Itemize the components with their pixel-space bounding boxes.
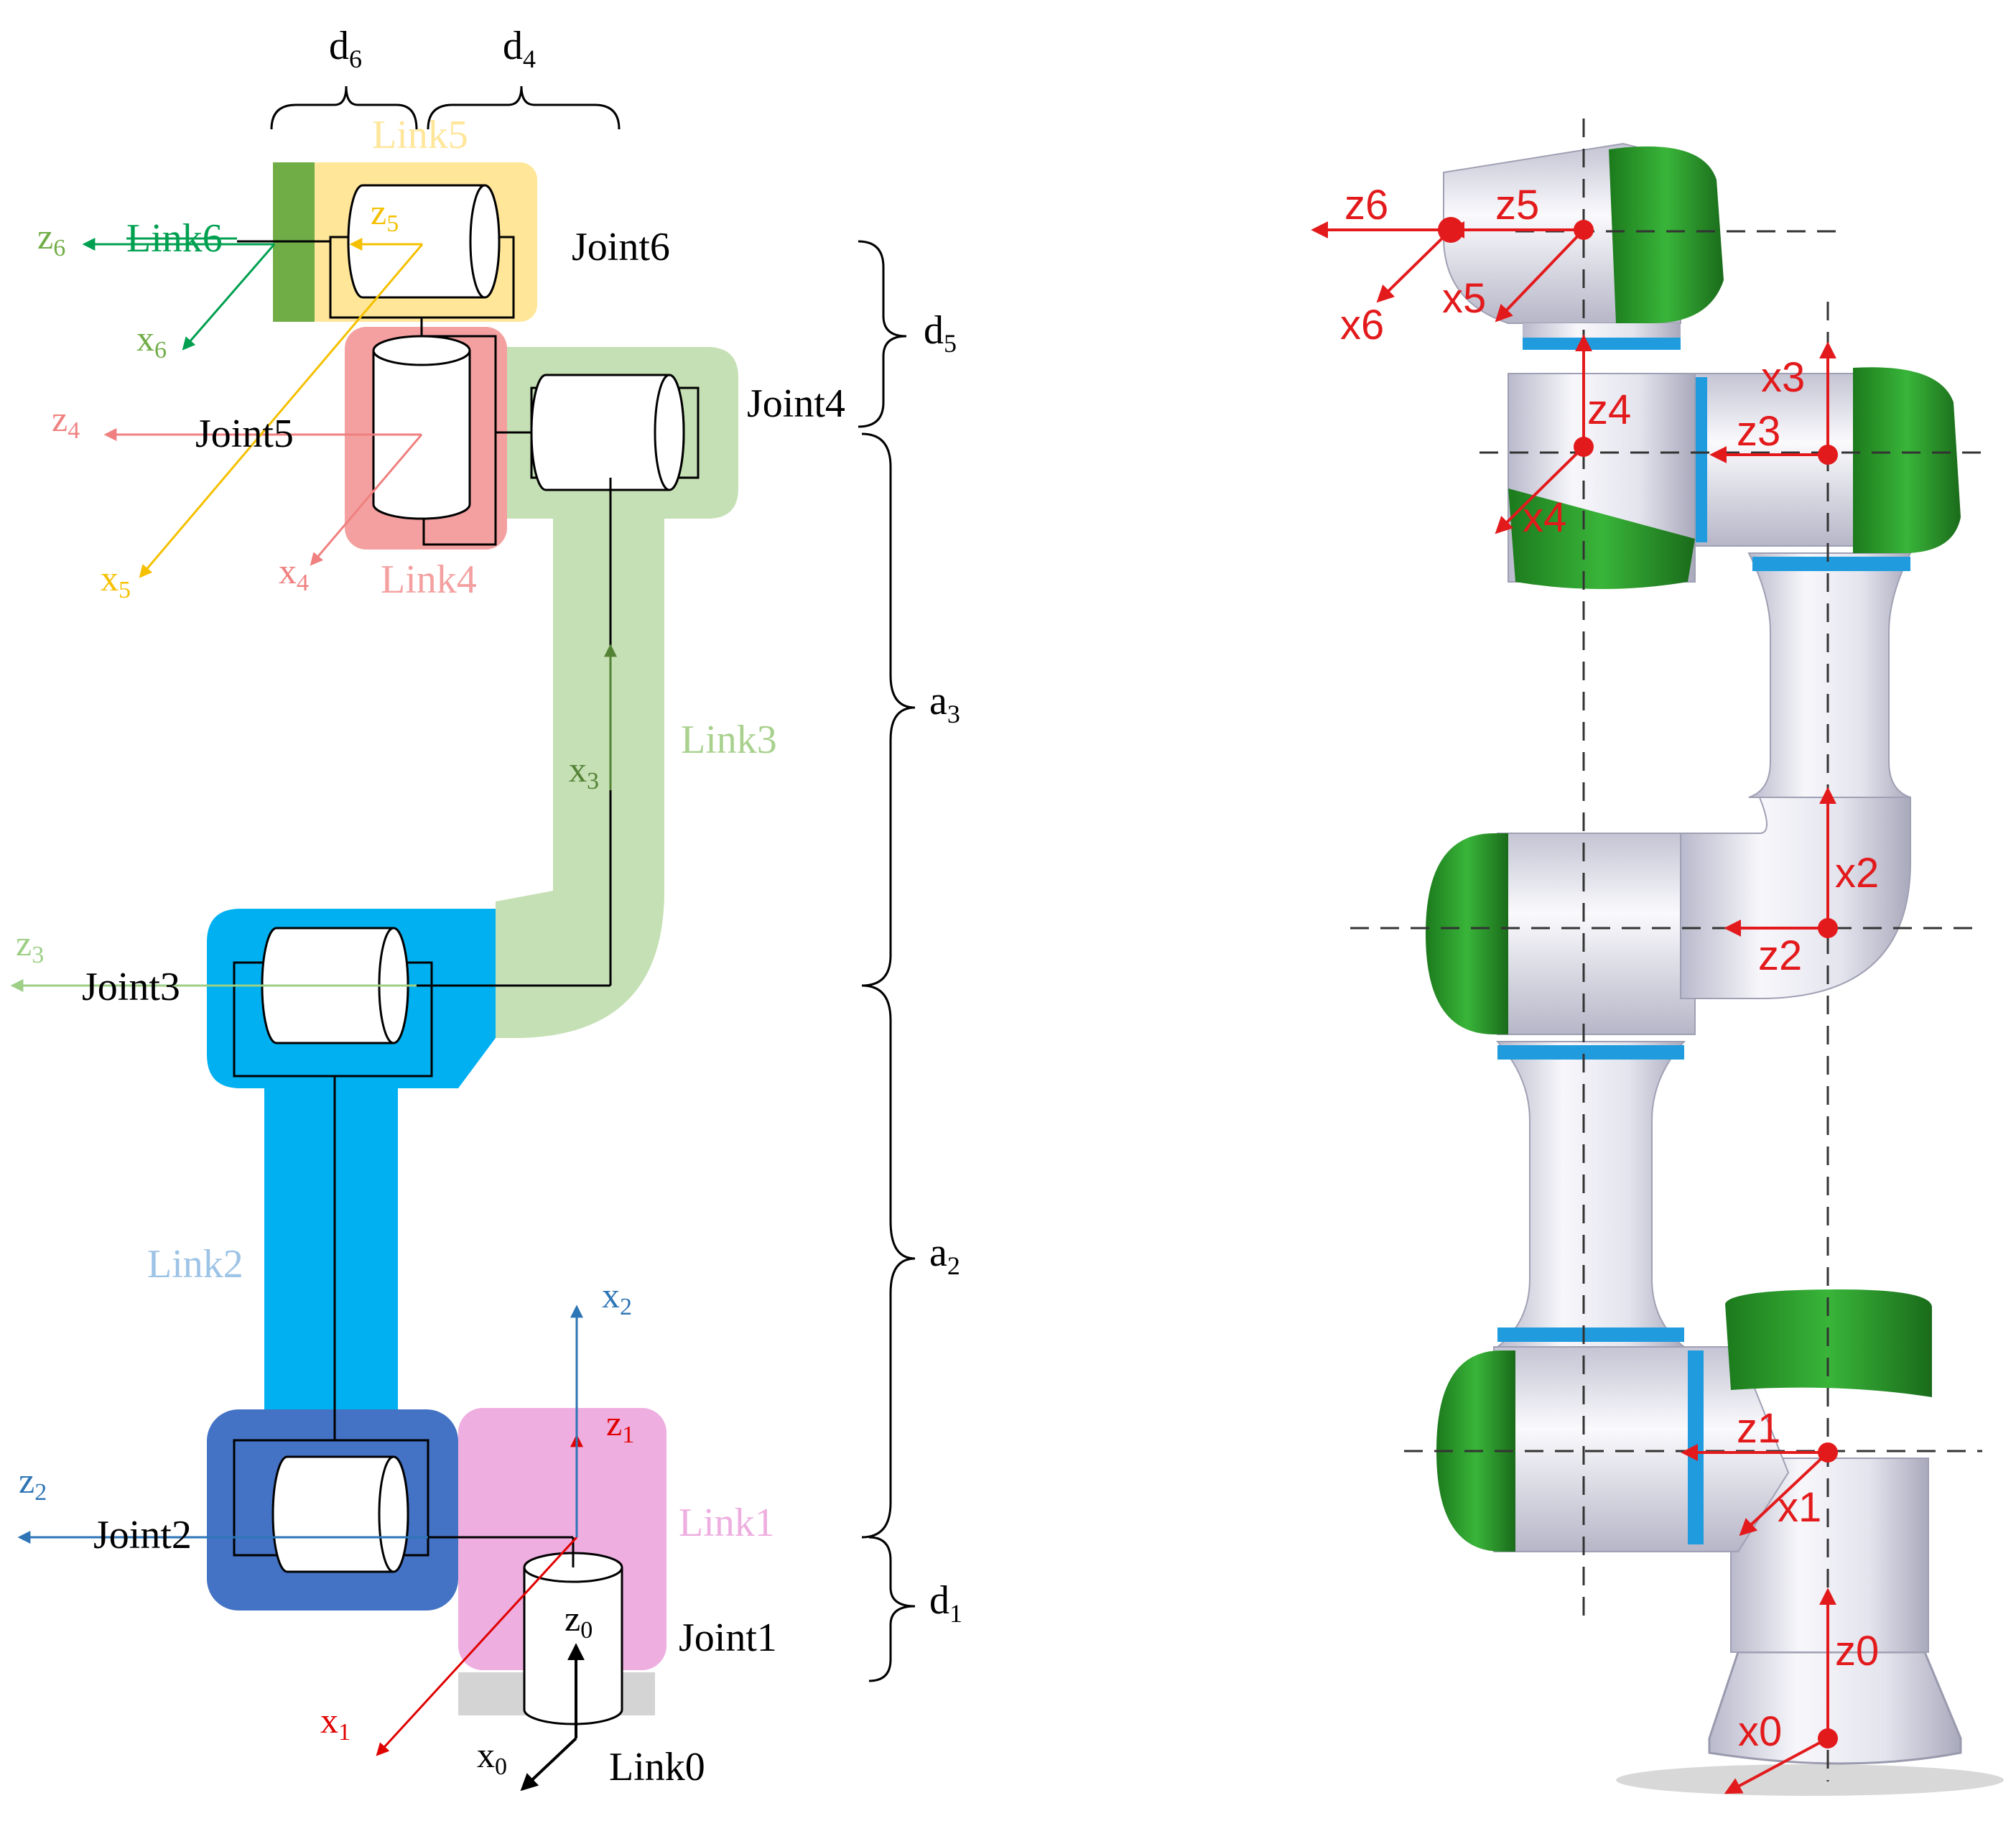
robot-3d-render: z6 x6 z5 x5 z4 x4 z3 x3 z2 x2 z1 x1 z0 x…	[1311, 119, 2004, 1796]
link4-label: Link4	[381, 557, 477, 602]
joint4-label: Joint4	[747, 381, 845, 426]
x0-label: x0	[477, 1735, 507, 1780]
x1-arrow	[376, 1536, 578, 1756]
x2-label: x2	[602, 1275, 632, 1320]
kinematic-schematic: Link0 Link1 Link2 Link3 Link4 Link5 Link…	[10, 24, 962, 1792]
z5-label: z5	[371, 192, 399, 237]
joint6-label: Joint6	[572, 225, 670, 269]
brace-d1	[868, 1536, 916, 1682]
brace-d4	[427, 85, 621, 130]
wrist2-cap	[1508, 488, 1695, 589]
d5-label: d5	[924, 308, 957, 358]
a3-label: a3	[929, 679, 960, 728]
x6-label: x6	[136, 318, 167, 363]
d4-label: d4	[503, 24, 536, 73]
z6-3d-label: z6	[1344, 182, 1388, 228]
link3-shape	[496, 347, 738, 1038]
elbow-bend	[1680, 797, 1911, 999]
z2-label: z2	[19, 1460, 47, 1506]
link2-label: Link2	[147, 1242, 243, 1287]
x4-3d-label: x4	[1523, 494, 1566, 541]
brace-d5	[858, 240, 907, 428]
x6-3d-label: x6	[1340, 302, 1384, 348]
upper-ring-bottom	[1497, 1327, 1684, 1342]
joint4-cylinder	[530, 374, 700, 491]
a2-label: a2	[929, 1231, 960, 1280]
z1-label: z1	[606, 1403, 634, 1448]
brace-d6	[270, 85, 418, 130]
z3-3d-label: z3	[1737, 408, 1780, 455]
z4-3d-label: z4	[1587, 386, 1631, 433]
elbow-cap	[1426, 833, 1508, 1034]
x5-label: x5	[101, 558, 131, 603]
x1-label: x1	[320, 1700, 350, 1746]
z1-3d-label: z1	[1737, 1405, 1780, 1452]
x5-3d-label: x5	[1442, 275, 1486, 322]
x1-3d-label: x1	[1778, 1484, 1821, 1531]
joint1-label: Joint1	[679, 1616, 777, 1660]
joint2-label: Joint2	[93, 1513, 192, 1557]
z4-label: z4	[52, 399, 80, 444]
wrist2-ring	[1523, 334, 1681, 350]
wrist3-cap	[1609, 146, 1724, 323]
brace-a3	[861, 432, 916, 987]
joint2-cylinder	[233, 1439, 429, 1573]
elbow-body	[1497, 833, 1696, 1035]
d1-label: d1	[929, 1578, 962, 1628]
z2-3d-label: z2	[1758, 932, 1802, 979]
x3-3d-label: x3	[1761, 354, 1805, 401]
x5-arrow	[139, 244, 424, 578]
x6-arrow	[182, 244, 276, 351]
z0-3d-label: z0	[1835, 1628, 1879, 1674]
link5-label: Link5	[372, 113, 468, 157]
wrist3-neck	[1523, 323, 1681, 338]
joint3-label: Joint3	[82, 965, 180, 1009]
link2-shape	[264, 1078, 398, 1422]
x4-label: x4	[279, 551, 309, 596]
x0-arrow	[520, 1737, 577, 1792]
z3-label: z3	[16, 923, 44, 968]
joint5-label: Joint5	[195, 412, 294, 456]
x2-3d-label: x2	[1835, 850, 1879, 896]
brace-a2	[861, 984, 916, 1539]
frame-arrows	[1311, 221, 1836, 1794]
ground-shadow	[1616, 1764, 2004, 1796]
robot-base	[1708, 1651, 1962, 1765]
z6-label: z6	[37, 216, 65, 261]
forearm-ring-top	[1752, 557, 1910, 571]
link1-label: Link1	[679, 1501, 775, 1545]
x3-label: x3	[569, 749, 599, 794]
forearm	[1747, 552, 1912, 798]
link3-label: Link3	[681, 718, 777, 762]
link0-label: Link0	[609, 1745, 705, 1789]
upper-arm	[1495, 1041, 1686, 1348]
dimension-braces	[270, 85, 916, 1682]
shoulder-ring	[1688, 1350, 1704, 1544]
frame-origins	[1438, 217, 1838, 1748]
wrist1-cap	[1853, 367, 1961, 553]
joint6-cylinder	[329, 184, 515, 319]
upper-ring-top	[1497, 1045, 1684, 1060]
d6-label: d6	[329, 24, 362, 73]
x4-arrow	[310, 434, 423, 566]
x0-3d-label: x0	[1738, 1708, 1782, 1755]
z5-3d-label: z5	[1495, 182, 1539, 228]
z0-label: z0	[565, 1598, 593, 1644]
